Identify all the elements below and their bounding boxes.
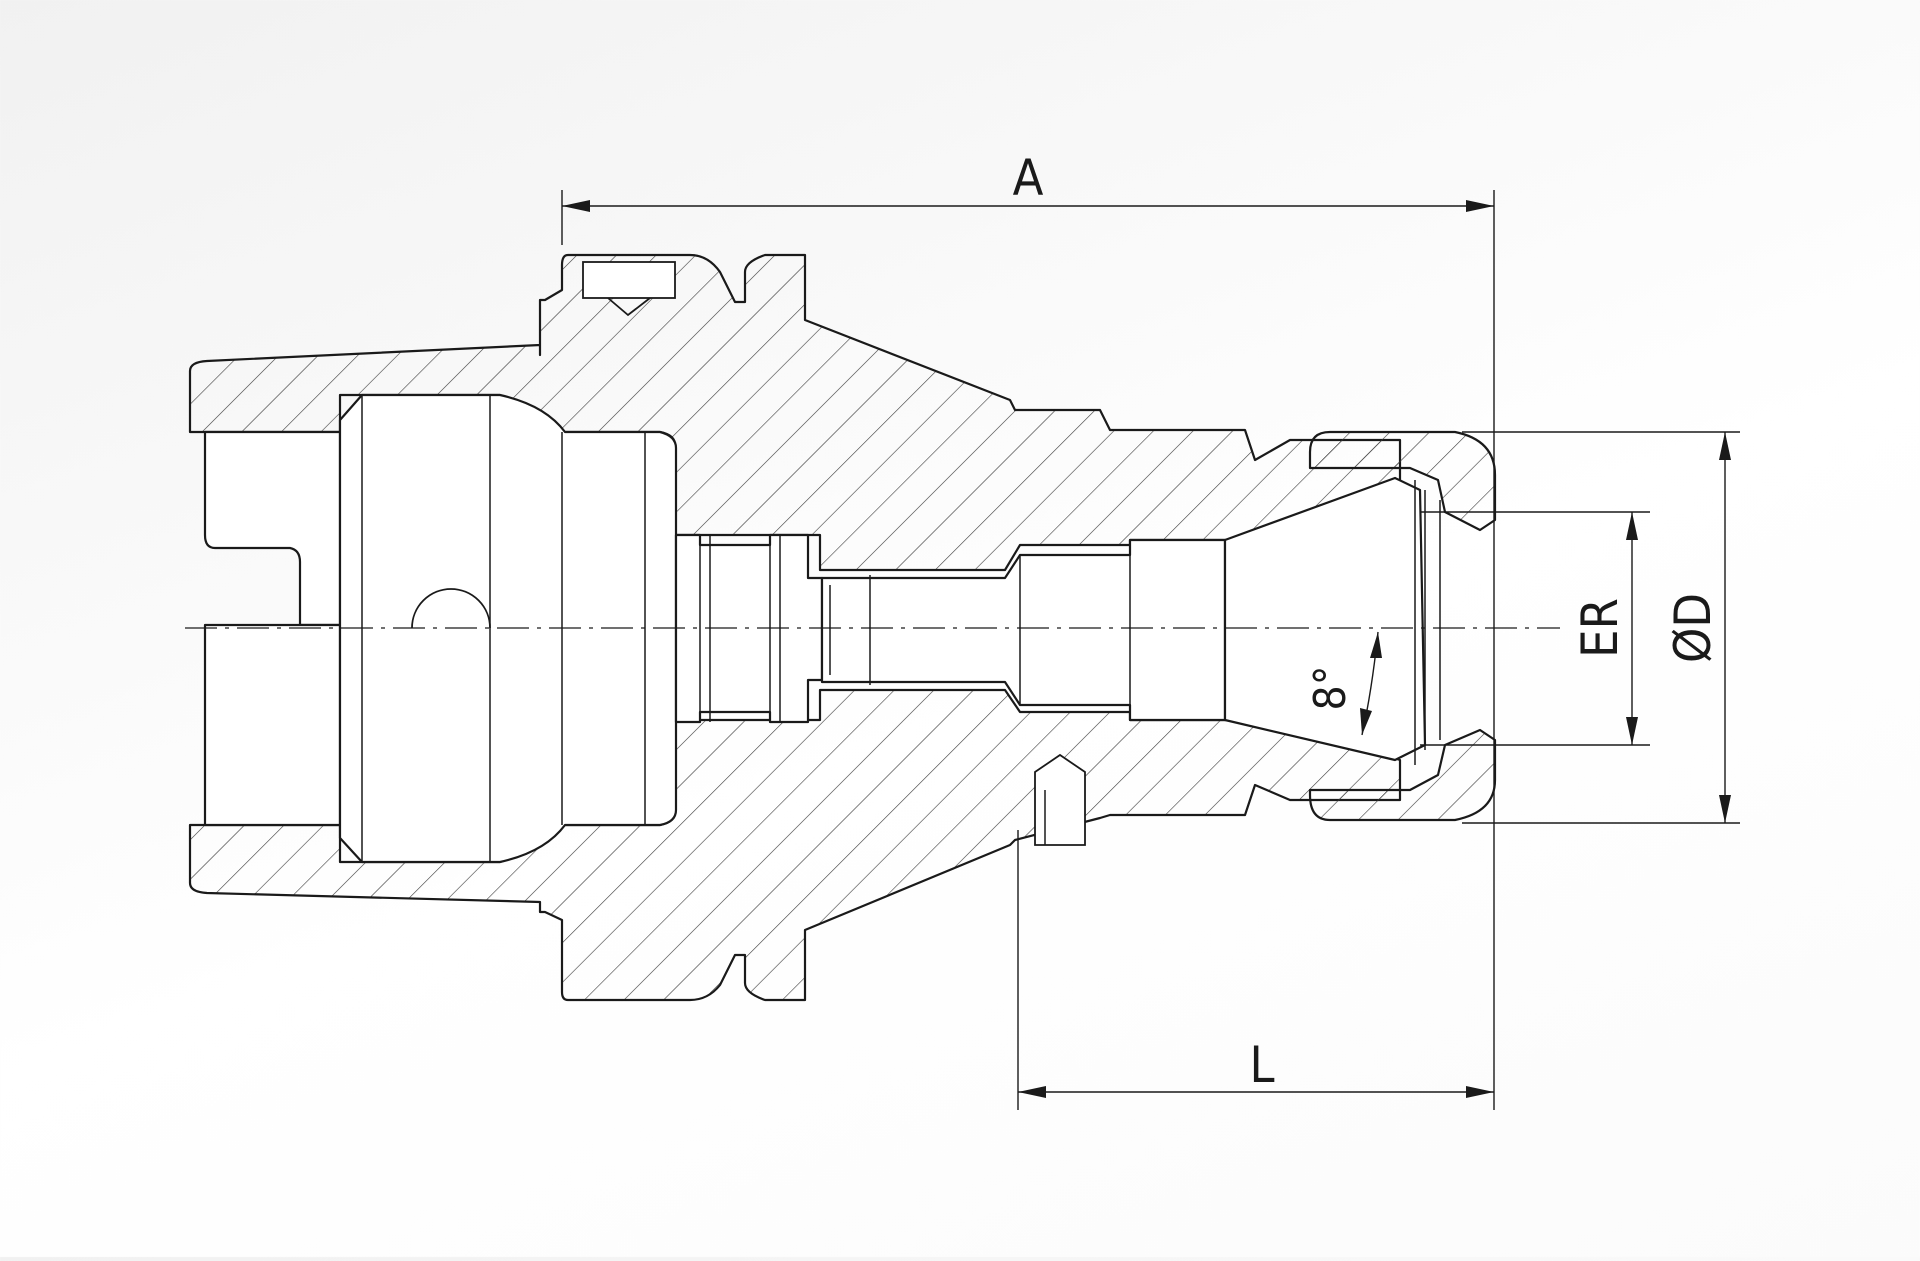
dimension-lines bbox=[561, 190, 1740, 1110]
label-angle: 8° bbox=[1305, 666, 1356, 711]
label-A: A bbox=[1013, 149, 1044, 207]
label-OD: ØD bbox=[1664, 593, 1722, 663]
drive-slot bbox=[203, 430, 342, 627]
rear-bore bbox=[203, 623, 342, 827]
detail-lines bbox=[361, 261, 1441, 862]
label-L: L bbox=[1249, 1036, 1274, 1094]
label-ER: ER bbox=[1571, 598, 1629, 658]
